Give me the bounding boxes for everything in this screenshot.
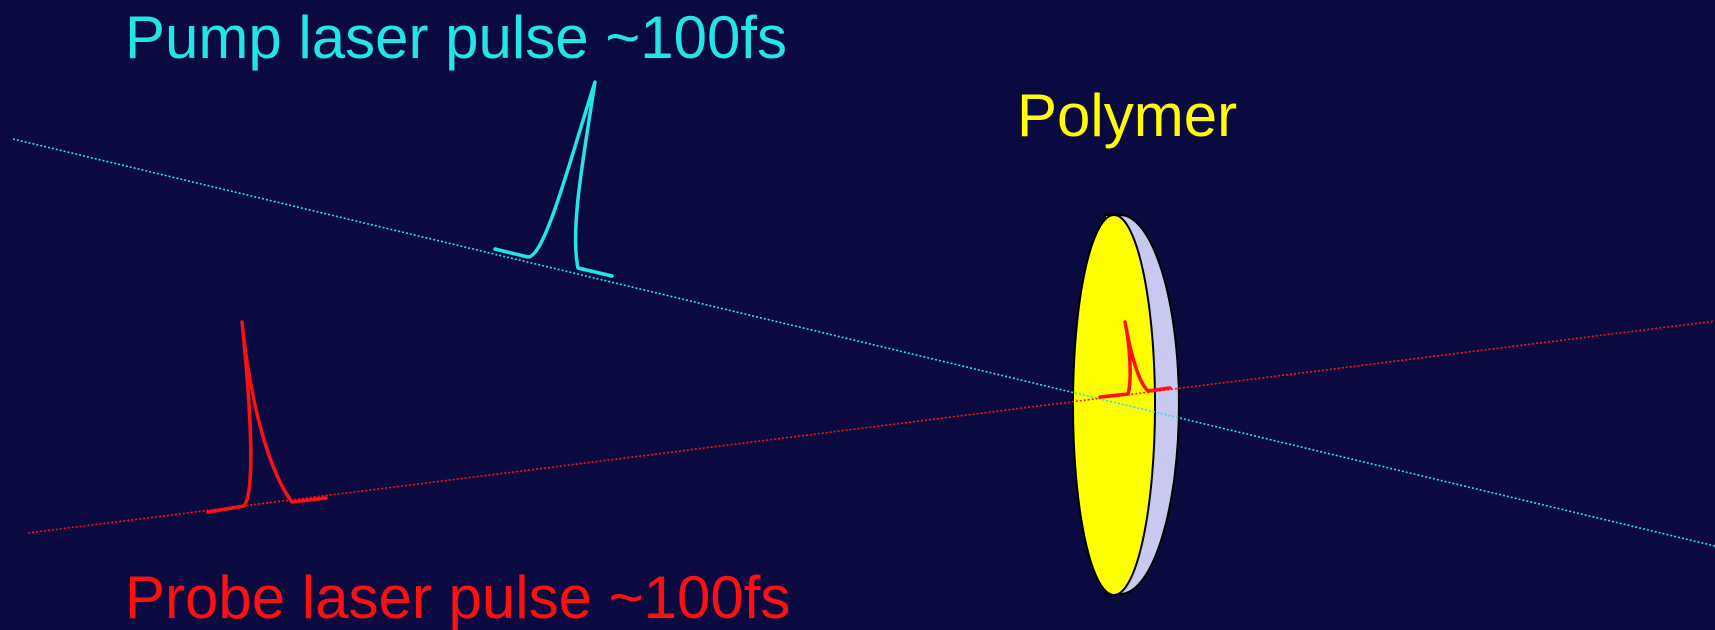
pump-beam-line (12, 138, 1715, 547)
probe-pulse (206, 320, 328, 514)
probe-pulse-label: Probe laser pulse ~100fs (125, 564, 791, 630)
pump-pulse (493, 80, 614, 278)
pump-pulse-label: Pump laser pulse ~100fs (125, 4, 788, 71)
polymer-sample (1072, 214, 1180, 596)
polymer-label: Polymer (1017, 82, 1238, 149)
probe-pulse-in-sample (1098, 320, 1172, 399)
polymer-sample-face (1072, 214, 1156, 596)
probe-beam-line (27, 320, 1715, 534)
